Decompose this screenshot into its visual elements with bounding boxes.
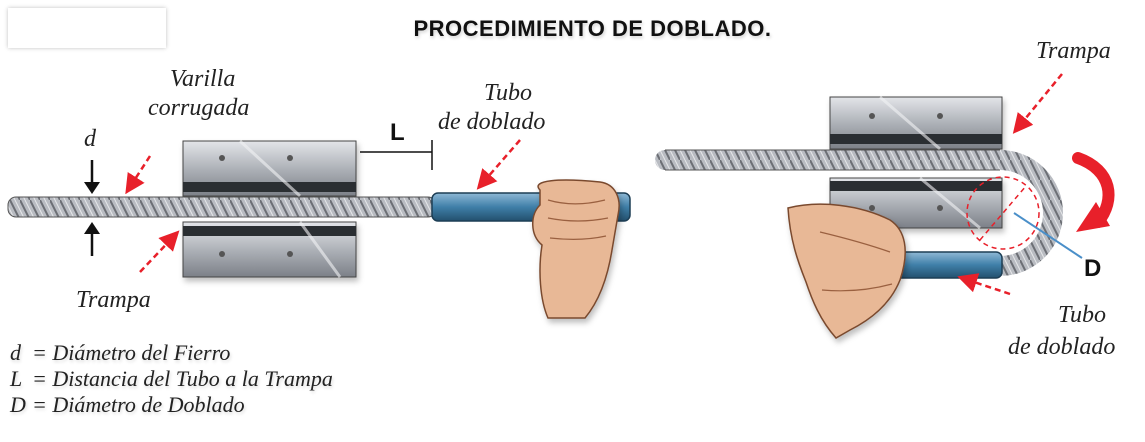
label-d: d: [84, 126, 97, 152]
label-D: D: [1084, 255, 1101, 282]
right-panel: Trampa D Tubo de doblado: [655, 38, 1115, 360]
L-dimension-line: [360, 140, 433, 170]
d-dimension-arrows: [84, 160, 100, 256]
bend-diameter-circle: [966, 176, 1040, 250]
label-varilla-line2: corrugada: [148, 95, 249, 121]
right-clamp: [829, 95, 1003, 230]
right-rebar: [655, 150, 1063, 276]
D-indicator-line: [1013, 212, 1083, 259]
label-tubo-line2-right: de doblado: [1008, 334, 1115, 360]
legend-text-d: = Diámetro del Fierro: [32, 340, 231, 365]
diagram-title: PROCEDIMIENTO DE DOBLADO.: [413, 16, 772, 41]
label-trampa-right: Trampa: [1036, 38, 1111, 64]
left-rebar: [7, 196, 437, 218]
legend-row-L: L = Distancia del Tubo a la Trampa: [10, 366, 333, 392]
legend-symbol-D: D: [10, 392, 26, 417]
blank-label-box: [8, 8, 166, 48]
tubo-pointer-left: [476, 139, 521, 190]
legend-row-D: D= Diámetro de Doblado: [10, 392, 333, 418]
label-varilla-line1: Varilla: [170, 66, 235, 92]
label-tubo-line1-right: Tubo: [1058, 302, 1106, 328]
varilla-pointer: [125, 155, 152, 195]
label-tubo-line1-left: Tubo: [484, 80, 532, 106]
tubo-pointer-right: [957, 273, 1011, 296]
legend: d = Diámetro del Fierro L = Distancia del …: [10, 340, 333, 418]
right-hand: [787, 203, 906, 339]
label-tubo-line2-left: de doblado: [438, 109, 545, 135]
rotation-arrow: [1072, 152, 1115, 232]
trampa-pointer-left: [139, 230, 180, 273]
label-trampa-left: Trampa: [76, 287, 151, 313]
legend-row-d: d = Diámetro del Fierro: [10, 340, 333, 366]
legend-symbol-L: L: [10, 366, 23, 391]
legend-text-D: = Diámetro de Doblado: [32, 392, 245, 417]
left-hand: [532, 179, 620, 319]
left-panel: d Varilla corrugada L Tubo de doblado Tr…: [7, 66, 631, 319]
label-L: L: [390, 119, 405, 146]
legend-text-L: = Distancia del Tubo a la Trampa: [32, 366, 333, 391]
left-clamp: [182, 139, 357, 278]
legend-symbol-d: d: [10, 340, 21, 365]
trampa-pointer-right: [1012, 73, 1063, 134]
